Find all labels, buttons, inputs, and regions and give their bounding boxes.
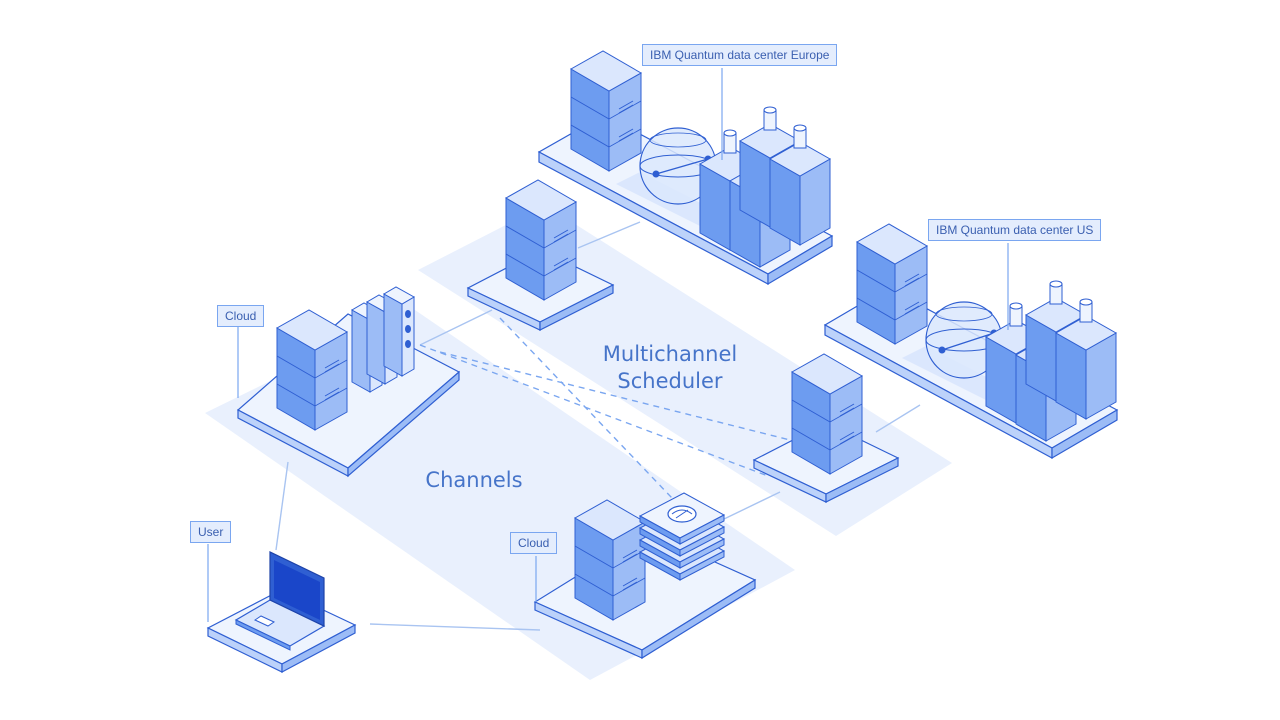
us-qubit-sphere-icon (925, 301, 1003, 379)
us-server-icon (856, 223, 928, 345)
cloud-top-label: Cloud (217, 305, 265, 327)
scheduler-node-1 (466, 179, 615, 331)
datacenter-us-node (823, 223, 1119, 460)
cloud-bottom-node (533, 492, 757, 660)
user-label: User (190, 521, 232, 543)
scheduler-node-2 (752, 353, 900, 503)
cloud-top-server-icon (276, 309, 348, 431)
scheduler-server-1-icon (505, 179, 577, 301)
dc-europe-label: IBM Quantum data center Europe (642, 44, 838, 66)
channels-title: Channels (425, 468, 523, 492)
scheduler-dashed-links (419, 317, 791, 499)
datacenter-europe-node (537, 50, 834, 286)
dc-us-label: IBM Quantum data center US (928, 219, 1102, 241)
multichannel-scheduler-title: Multichannel Scheduler (580, 341, 760, 395)
cloud-bottom-label: Cloud (510, 532, 558, 554)
europe-server-icon (570, 50, 642, 172)
label-leader-lines (207, 68, 1009, 622)
user-laptop-node (206, 551, 357, 674)
connector-lines (275, 221, 921, 631)
storage-stack-icon (638, 492, 726, 581)
multichannel-line: Multichannel (602, 342, 738, 366)
cloud-bottom-server-icon (574, 499, 646, 621)
scheduler-server-2-icon (791, 353, 863, 475)
scheduler-line: Scheduler (617, 369, 723, 393)
cloud-top-node (236, 286, 461, 478)
laptop-icon (234, 551, 326, 651)
